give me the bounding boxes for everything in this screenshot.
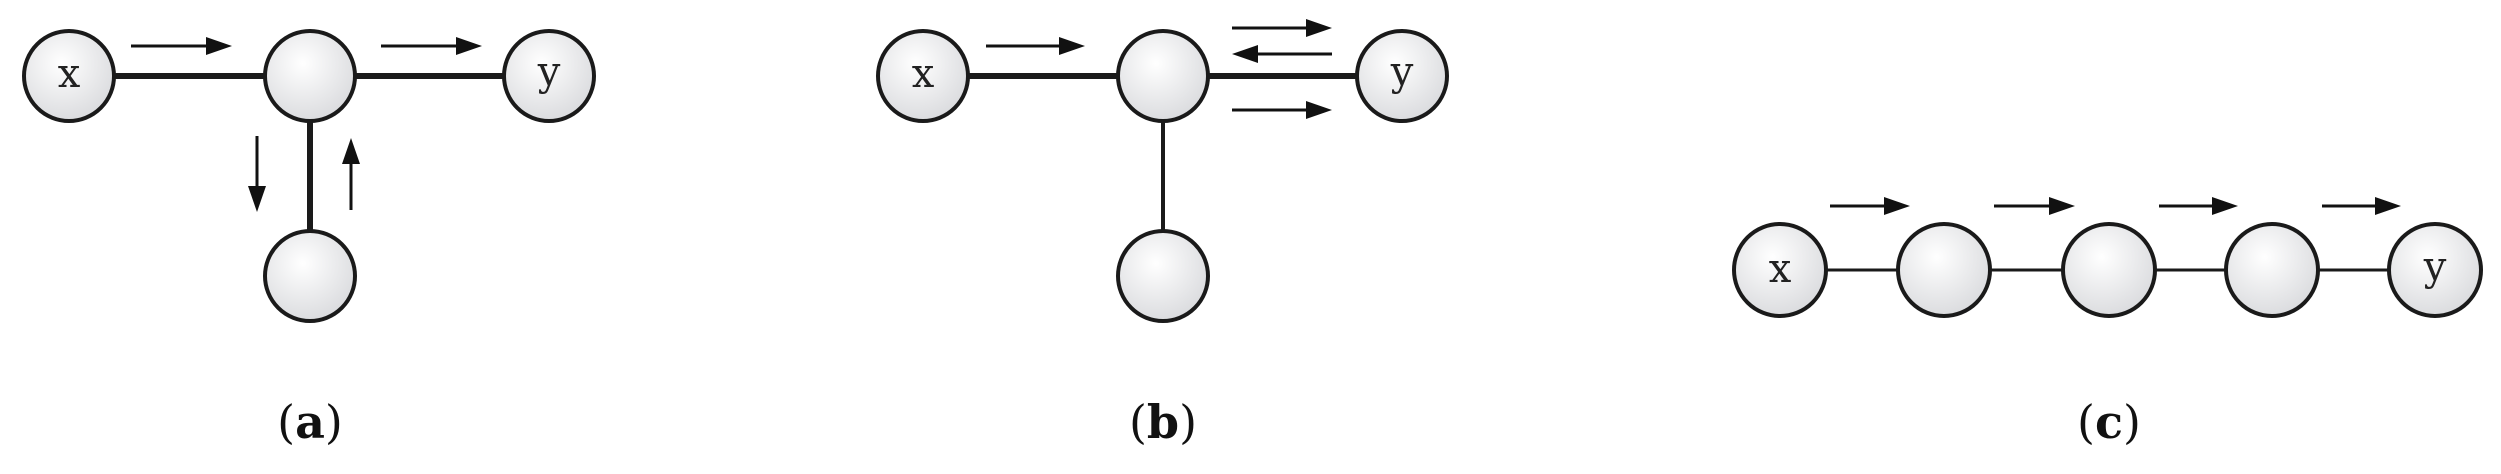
panel-b: x y (b) xyxy=(876,19,1449,449)
node-x: x xyxy=(22,29,116,123)
arrow-right-icon xyxy=(2159,197,2238,215)
arrow-right-icon xyxy=(1830,197,1910,215)
panel-caption-c: (c) xyxy=(2077,395,2141,449)
node-bottom xyxy=(1116,229,1210,323)
arrow-right-icon xyxy=(1232,19,1332,37)
arrow-up-icon xyxy=(342,138,360,210)
node-x: x xyxy=(1732,222,1828,318)
node-bottom xyxy=(263,229,357,323)
arrow-right-icon xyxy=(381,37,482,55)
arrow-down-icon xyxy=(248,136,266,212)
node-intermediate xyxy=(2224,222,2320,318)
node-label: x xyxy=(912,51,935,97)
node-center xyxy=(263,29,357,123)
node-label: x xyxy=(58,51,81,97)
node-label: x xyxy=(1769,246,1792,292)
node-y: y xyxy=(1355,29,1449,123)
panel-caption-a: (a) xyxy=(277,395,343,449)
panel-caption-b: (b) xyxy=(1129,395,1197,449)
panel-c: x y (c) xyxy=(1732,197,2483,449)
node-y: y xyxy=(2387,222,2483,318)
arrow-right-icon xyxy=(1232,101,1332,119)
arrow-right-icon xyxy=(986,37,1085,55)
arrow-right-icon xyxy=(2322,197,2401,215)
arrow-left-icon xyxy=(1232,45,1332,63)
node-label: y xyxy=(2423,244,2447,290)
arrow-right-icon xyxy=(1994,197,2075,215)
node-center xyxy=(1116,29,1210,123)
node-y: y xyxy=(502,29,596,123)
node-intermediate xyxy=(1896,222,1992,318)
panel-a: x y (a) xyxy=(22,29,596,449)
node-x: x xyxy=(876,29,970,123)
node-label: y xyxy=(537,49,561,95)
arrow-right-icon xyxy=(131,37,232,55)
node-label: y xyxy=(1390,49,1414,95)
node-intermediate xyxy=(2061,222,2157,318)
